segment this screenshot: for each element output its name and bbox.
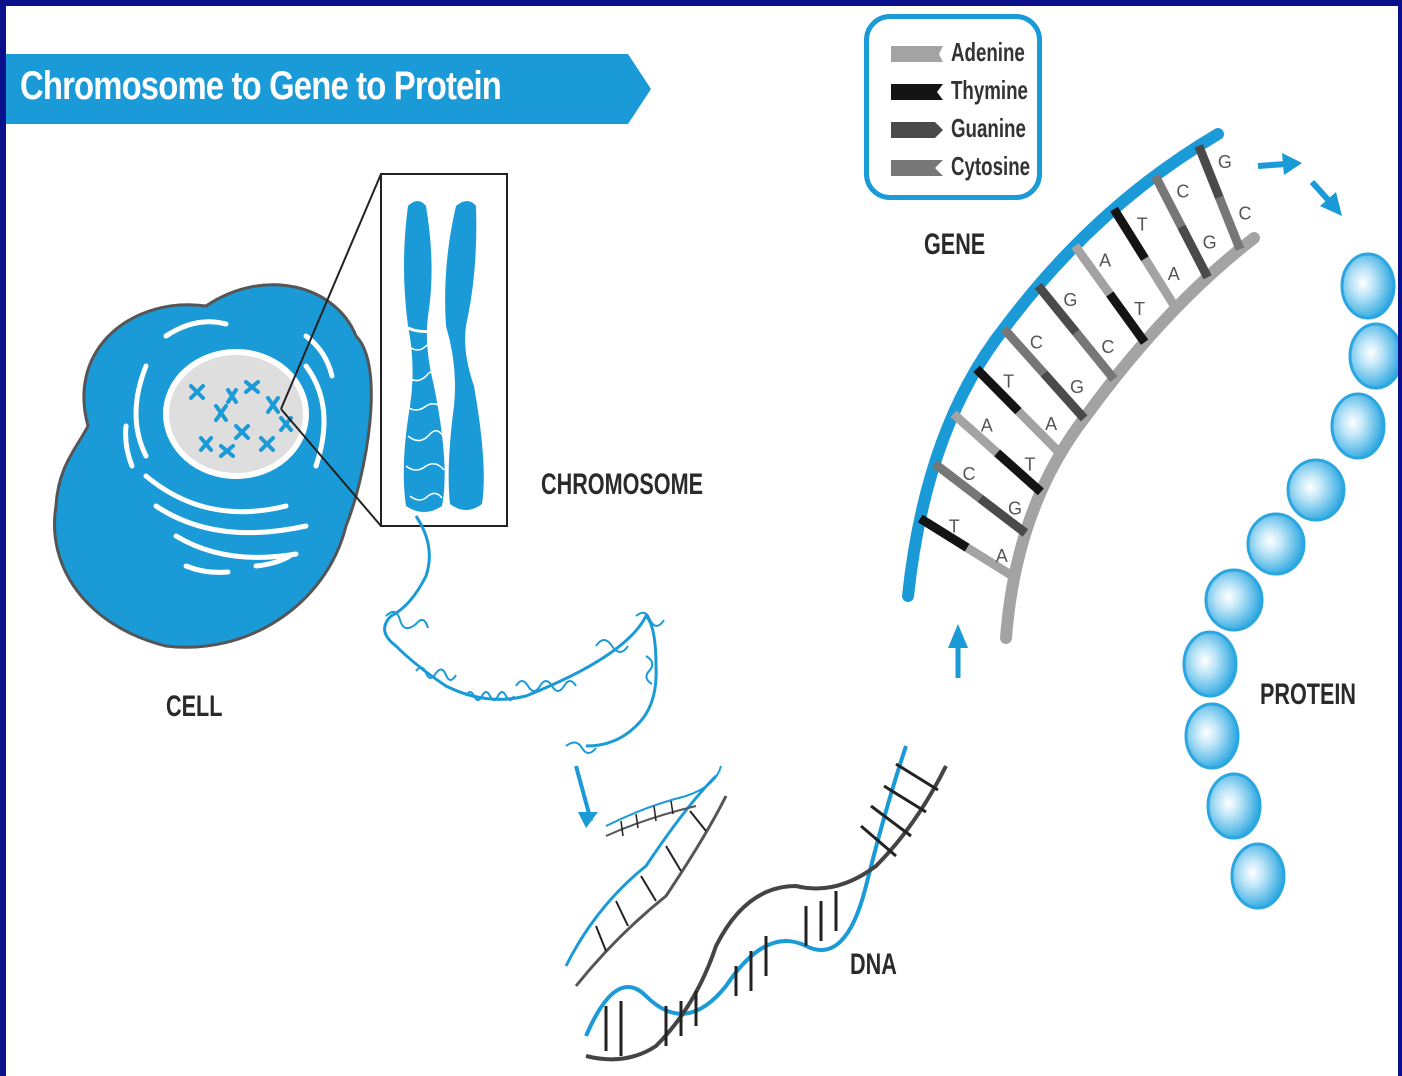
gene-base-letter: G <box>1063 290 1077 310</box>
diagram-canvas: Chromosome to Gene to Protein <box>6 6 1398 1076</box>
protein-bead <box>1332 394 1384 458</box>
gene-base-letter: T <box>1137 214 1148 234</box>
arrow-dna-to-gene <box>948 624 968 678</box>
protein-bead <box>1248 514 1304 574</box>
protein-bead <box>1184 632 1236 696</box>
cell-illustration <box>54 285 371 648</box>
gene-base-letter: A <box>1168 264 1180 284</box>
protein-bead <box>1232 844 1284 908</box>
legend-label: Guanine <box>951 113 1026 144</box>
gene-base-letter: T <box>1134 299 1145 319</box>
legend-swatch <box>891 46 943 62</box>
gene-base-letter: C <box>963 464 976 484</box>
gene-base-letter: C <box>1030 332 1043 352</box>
protein-bead <box>1208 774 1260 838</box>
gene-base-letter: A <box>1045 414 1057 434</box>
gene-base-letter: C <box>1239 204 1252 224</box>
gene-base-letter: T <box>1024 455 1035 475</box>
legend-swatch <box>891 84 943 100</box>
legend-label: Thymine <box>951 75 1028 106</box>
gene-base-letter: A <box>996 546 1008 566</box>
protein-bead <box>1350 324 1398 388</box>
legend-swatch <box>891 122 943 138</box>
chromosome-label: CHROMOSOME <box>541 468 703 502</box>
dna-helix <box>566 746 946 1059</box>
protein-bead <box>1186 704 1238 768</box>
gene-rung-outer <box>920 518 967 547</box>
gene-rung-inner <box>1219 197 1240 249</box>
protein-label: PROTEIN <box>1260 678 1356 712</box>
protein-bead <box>1342 254 1394 318</box>
legend-label: Adenine <box>951 37 1025 68</box>
gene-base-letter: G <box>1070 377 1084 397</box>
gene-base-letter: T <box>1003 372 1014 392</box>
protein-bead <box>1206 570 1262 630</box>
gene-base-letter: C <box>1176 182 1189 202</box>
gene-base-letter: G <box>1203 232 1217 252</box>
gene-base-letter: G <box>1008 498 1022 518</box>
gene-base-letter: T <box>949 517 960 537</box>
legend-swatch <box>891 160 943 176</box>
cell-label: CELL <box>166 690 222 724</box>
gene-base-letter: C <box>1101 337 1114 357</box>
gene-base-letter: A <box>1099 251 1111 271</box>
gene-label: GENE <box>924 228 985 262</box>
base-legend: Adenine Thymine Guanine Cytosine <box>864 14 1042 200</box>
gene-base-letter: A <box>981 415 993 435</box>
chromatin-coil <box>385 516 664 828</box>
legend-label: Cytosine <box>951 151 1030 182</box>
arrow-gene-to-protein <box>1258 153 1342 216</box>
protein-chain <box>1184 254 1398 908</box>
protein-bead <box>1288 460 1344 520</box>
dna-label: DNA <box>850 948 897 982</box>
gene-base-letter: G <box>1218 152 1232 172</box>
gene-rung-outer <box>1199 146 1220 198</box>
